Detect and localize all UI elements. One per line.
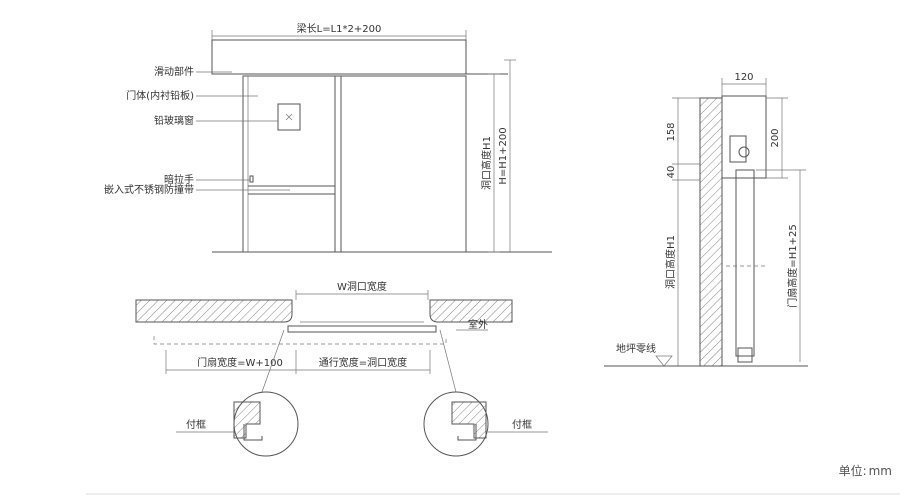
dim-200-label: 200 (770, 128, 781, 147)
leaf-height-label: 门扇高度=H1+25 (786, 224, 799, 307)
slide-housing (721, 95, 767, 179)
outside-label: 室外 (468, 318, 488, 331)
frame-left-label: 付框 (186, 418, 206, 431)
unit-note: 单位:mm (837, 462, 892, 479)
door-leaf-left (242, 75, 336, 253)
opening-height-label: 洞口高度H1 (480, 136, 493, 190)
door-leaf-section (735, 169, 755, 357)
lead-glass-window (277, 103, 301, 131)
front-elevation: 梁长L=L1*2+200 滑动部件 门体(内衬铅板) 铅玻璃窗 暗拉手 嵌入式不… (104, 22, 552, 253)
detail-left: 付框 (176, 391, 299, 457)
top-width-label: 120 (734, 72, 753, 83)
plan-door-leaf (287, 325, 437, 333)
label-lead-glass: 铅玻璃窗 (154, 114, 194, 127)
unit-label: 单位: (838, 464, 867, 478)
clear-width-label: 通行宽度=洞口宽度 (319, 356, 407, 369)
dim-40-label: 40 (666, 166, 677, 179)
plan-view: W洞口宽度 室外 门扇宽度=W+100 通行宽度=洞口宽度 付框 (135, 280, 548, 457)
opening-width-label: W洞口宽度 (337, 280, 387, 293)
beam-length-label: 梁长L=L1*2+200 (297, 22, 382, 35)
leaf-width-label: 门扇宽度=W+100 (197, 356, 283, 369)
label-handle: 暗拉手 (164, 173, 194, 186)
detail-right: 付框 (423, 391, 548, 457)
label-slide-part: 滑动部件 (154, 65, 194, 78)
frame-right-label: 付框 (512, 418, 532, 431)
unit-value: mm (868, 464, 892, 478)
section-opening-height-label: 洞口高度H1 (664, 235, 677, 289)
door-leaf-right (340, 75, 467, 253)
total-height-label: H=H1+200 (498, 127, 509, 184)
concealed-handle (249, 175, 254, 183)
section-view: 120 158 40 洞口高度H1 200 门扇高度=H1+25 地坪零线 (604, 72, 808, 367)
label-door-body: 门体(内衬铅板) (126, 89, 194, 102)
dim-158-label: 158 (666, 122, 677, 141)
floor-line-label: 地坪零线 (616, 342, 656, 355)
label-stainless-strip: 嵌入式不锈钢防撞带 (104, 183, 194, 196)
